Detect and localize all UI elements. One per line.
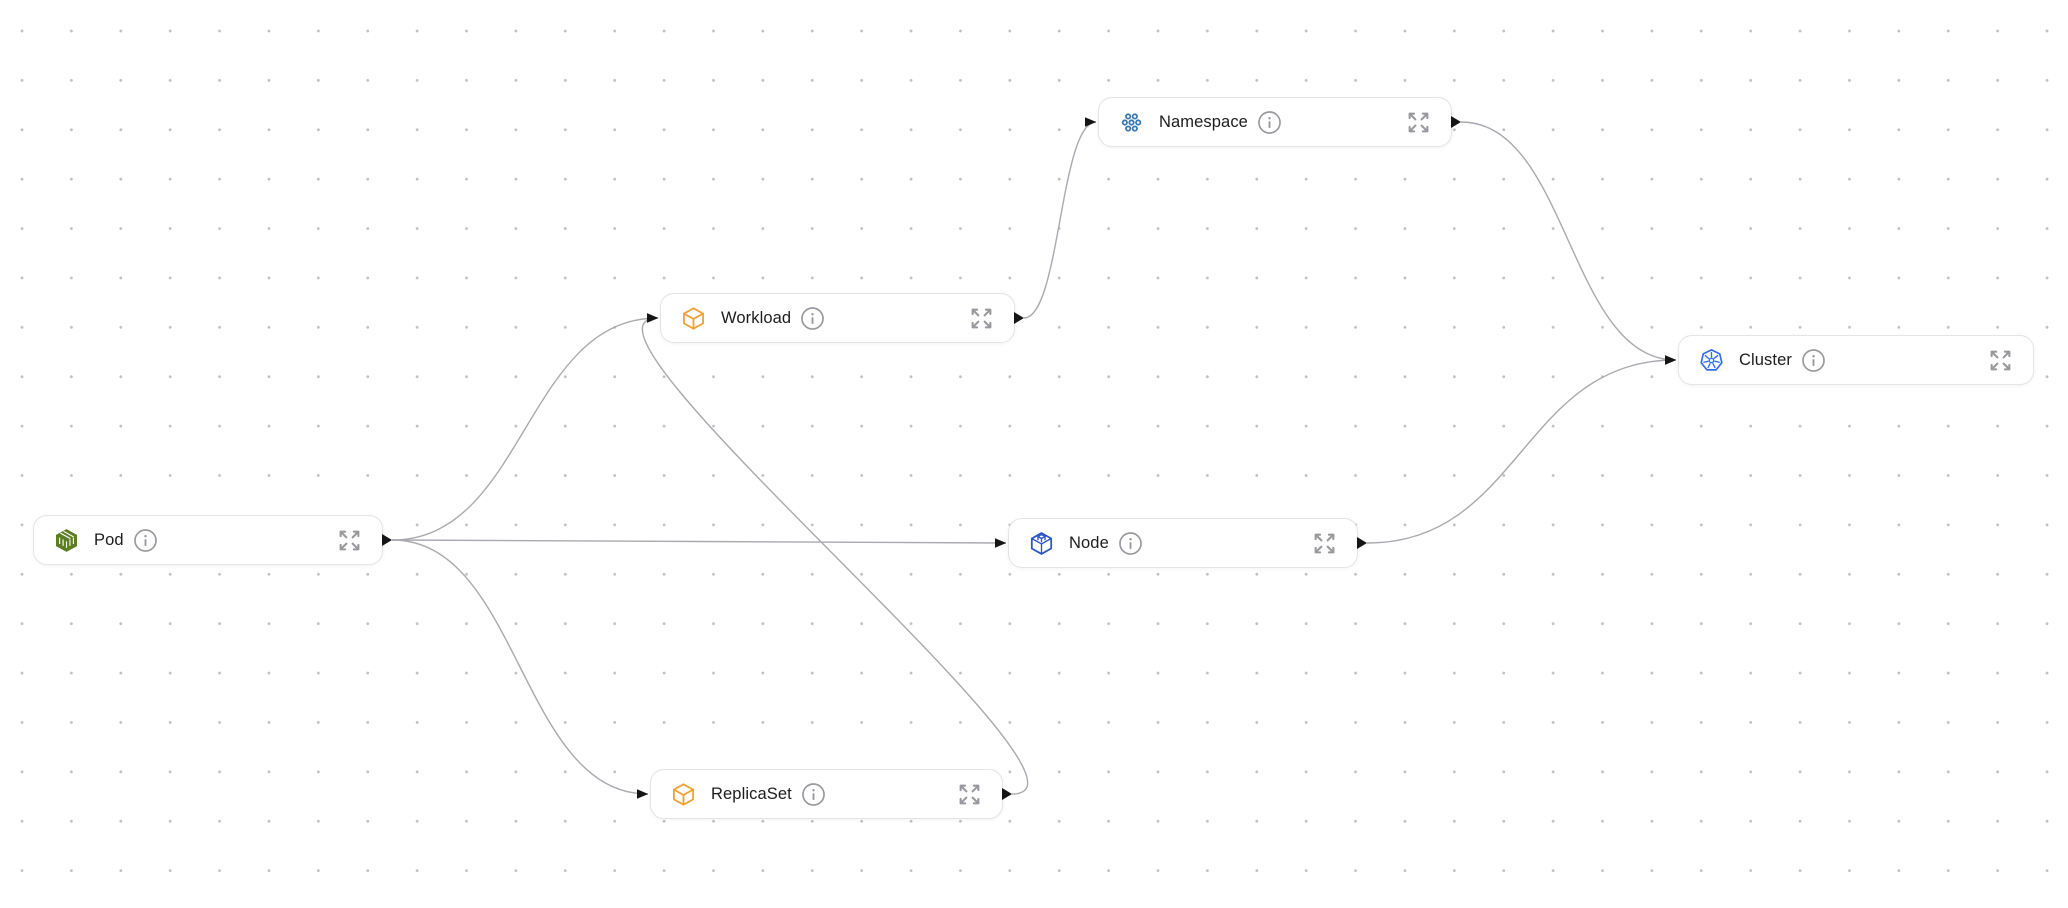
- source-handle[interactable]: [382, 534, 392, 546]
- source-handle[interactable]: [1357, 537, 1367, 549]
- expand-icon[interactable]: [969, 306, 994, 331]
- node-label: Node: [1069, 533, 1109, 552]
- node-label: Cluster: [1739, 350, 1792, 369]
- edge-workload-namespace[interactable]: [1023, 117, 1097, 319]
- node-label: Namespace: [1159, 112, 1248, 131]
- node-label: Pod: [94, 530, 124, 549]
- node-label: ReplicaSet: [711, 784, 792, 803]
- edge-pod-replicaset[interactable]: [391, 539, 649, 799]
- node-replicaset[interactable]: ReplicaSet: [650, 769, 1012, 819]
- source-handle[interactable]: [1451, 116, 1461, 128]
- edge-node-cluster[interactable]: [1366, 355, 1677, 544]
- node-workload[interactable]: Workload: [660, 293, 1024, 343]
- edge-pod-node[interactable]: [391, 538, 1007, 548]
- node-cluster[interactable]: Cluster: [1678, 335, 2034, 385]
- info-icon[interactable]: [1257, 110, 1282, 135]
- edge-replicaset-workload[interactable]: [641, 313, 1029, 795]
- pod-icon: [54, 528, 79, 553]
- kubernetes-icon: [1699, 348, 1724, 373]
- info-icon[interactable]: [1801, 348, 1826, 373]
- node-pod[interactable]: Pod: [33, 515, 392, 565]
- node-icon: [1029, 531, 1054, 556]
- cube-icon: [671, 782, 696, 807]
- expand-icon[interactable]: [1406, 110, 1431, 135]
- expand-icon[interactable]: [1988, 348, 2013, 373]
- cube-icon: [681, 306, 706, 331]
- edge-pod-workload[interactable]: [391, 313, 659, 541]
- edge-namespace-cluster[interactable]: [1460, 121, 1677, 365]
- namespace-icon: [1119, 110, 1144, 135]
- info-icon[interactable]: [800, 306, 825, 331]
- node-label: Workload: [721, 308, 792, 327]
- info-icon[interactable]: [1118, 531, 1143, 556]
- source-handle[interactable]: [1002, 788, 1012, 800]
- expand-icon[interactable]: [337, 528, 362, 553]
- source-handle[interactable]: [1014, 312, 1024, 324]
- node-node[interactable]: Node: [1008, 518, 1367, 568]
- expand-icon[interactable]: [1312, 531, 1337, 556]
- info-icon[interactable]: [133, 528, 158, 553]
- info-icon[interactable]: [801, 782, 826, 807]
- node-namespace[interactable]: Namespace: [1098, 97, 1461, 147]
- expand-icon[interactable]: [957, 782, 982, 807]
